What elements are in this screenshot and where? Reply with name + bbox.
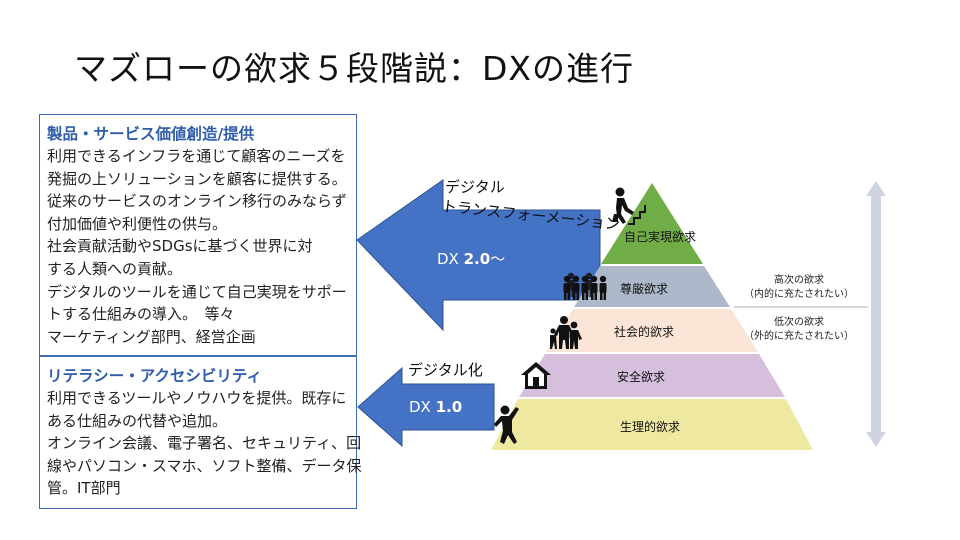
dx2-arrow [356,179,601,332]
dx1-version: 1.0 [435,398,463,416]
value-creation-box: 製品・サービス価値創造/提供 利用できるインフラを通じて顧客のニーズを 発掘の上… [39,114,357,356]
dx1-caption: デジタル化 [408,361,483,379]
pyramid-level-safety [519,354,785,397]
page-title: マズローの欲求５段階説：DXの進行 [74,49,635,88]
pyramid-level-self-actualization [601,183,703,264]
crowd-icon [563,272,607,300]
literacy-line: 線やパソコン・スマホ、ソフト整備、データ保 [47,456,362,475]
person-stretching-icon [494,405,519,444]
higher-needs-note: 高次の欲求 （内的に充たされたい） [734,274,864,302]
value-creation-line: トする仕組みの導入。 等々 [47,305,235,324]
dx2-version: 2.0 [463,250,491,268]
value-creation-line: 利用できるインフラを通じて顧客のニーズを [47,147,346,165]
value-creation-line: デジタルのツールを通じて自己実現をサポー [47,282,347,301]
lower-needs-note: 低次の欲求 （外的に充たされたい） [734,316,864,344]
person-climbing-stairs-icon [612,187,646,225]
literacy-body: 利用できるツールやノウハウを提供。既存に ある仕組みの代替や追加。 オンライン会… [47,387,362,500]
literacy-box: リテラシー・アクセシビリティ 利用できるツールやノウハウを提供。既存に ある仕組… [39,356,362,509]
dx2-caption: デジタル トランスフォーメーション [441,178,621,234]
value-creation-line: 従来のサービスのオンライン移行のみならず [47,192,347,211]
literacy-line: オンライン会議、電子署名、セキュリティ、回 [47,434,362,453]
dx1-prefix: DX [409,398,436,416]
literacy-heading: リテラシー・アクセシビリティ [47,367,262,385]
dx2-prefix: DX [437,250,464,268]
family-icon [550,316,582,349]
dx1-arrow [357,366,495,448]
dx1-label: DX 1.0 [409,398,462,416]
pyramid-level-social [546,309,758,352]
higher-needs-sub: （内的に充たされたい） [744,289,854,300]
literacy-line: ある仕組みの代替や追加。 [47,411,228,430]
value-creation-body: 利用できるインフラを通じて顧客のニーズを 発掘の上ソリューションを顧客に提供する… [47,145,350,348]
dx2-label: DX 2.0～ [437,248,505,269]
value-creation-line: 付加価値や利便性の供与。 [47,214,228,233]
vertical-double-arrow [866,181,886,447]
dx2-caption-line1: デジタル [445,178,505,196]
lower-needs-sub: （外的に充たされたい） [744,331,854,342]
pyramid-level-esteem [574,266,730,307]
value-creation-line: 社会貢献活動やSDGsに基づく世界に対 [47,237,313,256]
pyramid-level-physiological [491,399,813,450]
level-label-esteem: 尊厳欲求 [619,282,669,296]
level-label-physiological: 生理的欲求 [619,420,681,434]
level-label-self-actualization: 自己実現欲求 [623,230,697,244]
dx2-suffix: ～ [490,250,506,268]
higher-needs-title: 高次の欲求 [774,275,824,286]
value-creation-line: する人類への貢献。 [47,259,183,278]
maslow-pyramid [491,183,813,450]
level-label-safety: 安全欲求 [616,370,666,384]
level-label-social: 社会的欲求 [613,325,675,339]
value-creation-heading: 製品・サービス価値創造/提供 [47,125,255,143]
lower-needs-title: 低次の欲求 [774,317,824,328]
house-icon [521,362,551,389]
value-creation-line: マーケティング部門、経営企画 [47,327,256,346]
literacy-line: 利用できるツールやノウハウを提供。既存に [47,389,347,407]
literacy-line: 管。IT部門 [47,479,121,498]
value-creation-line: 発掘の上ソリューションを顧客に提供する。 [47,169,347,188]
